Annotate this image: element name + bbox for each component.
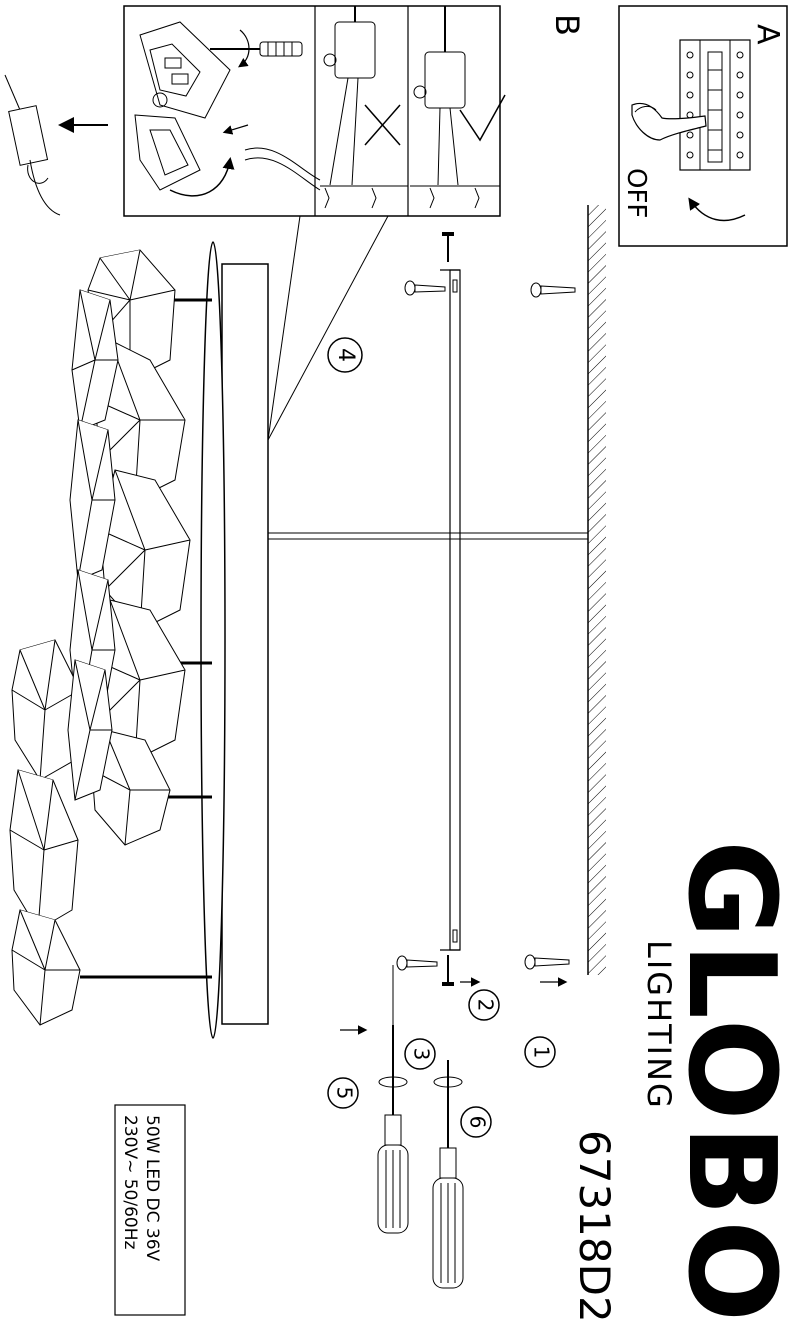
step-4: 4 (327, 337, 363, 373)
brand-subtitle: LIGHTING (640, 940, 678, 1110)
off-label: OFF (621, 168, 651, 218)
panel-b-label: B (548, 14, 586, 36)
spec-line-2: 230V~ 50/60Hz (120, 1115, 140, 1249)
step-3: 3 (404, 1038, 436, 1070)
screwdriver-right-icon (432, 1060, 464, 1289)
terminal-block (679, 39, 751, 171)
mounting-bracket (440, 269, 461, 951)
svg-text:5: 5 (333, 1087, 357, 1100)
brand-logo: GLOBO (661, 840, 791, 1323)
switch-off-arrow (688, 197, 746, 222)
insert-wire-arrow-icon (222, 124, 249, 135)
detail-leader-line (267, 215, 301, 441)
panel-a-label: A (750, 24, 785, 45)
crystal-chain-upper (87, 249, 191, 846)
bracket-screw-top (442, 232, 454, 262)
hand-icon (631, 102, 707, 141)
wall-screw-top (404, 280, 446, 296)
wrong-connection-detail (320, 6, 408, 209)
detail-box (123, 5, 506, 217)
model-number: 67318D2 (570, 1130, 619, 1323)
svg-text:1: 1 (530, 1046, 554, 1059)
rotate-arrow-icon (238, 29, 250, 68)
driver-housing-detail (134, 21, 321, 191)
spec-line-1: 50W LED DC 36V (142, 1115, 162, 1262)
correct-connection-detail (410, 6, 506, 209)
step-2: 2 (468, 989, 500, 1021)
svg-text:6: 6 (466, 1116, 490, 1129)
panel-a: A OFF (618, 5, 788, 247)
svg-text:4: 4 (333, 348, 358, 362)
check-mark-icon (459, 94, 506, 142)
step-5: 5 (327, 1077, 359, 1109)
spec-box: 50W LED DC 36V 230V~ 50/60Hz (114, 1104, 186, 1316)
close-cover-arrow-icon (169, 157, 235, 197)
wall-dowel-top (530, 282, 576, 298)
screwdriver-small-icon (210, 41, 303, 57)
step-1: 1 (524, 1036, 556, 1068)
crystal-chain-lower (9, 639, 113, 1026)
screwdriver-left-icon (377, 1025, 409, 1234)
bracket-screw-bottom (442, 955, 454, 986)
svg-text:3: 3 (410, 1048, 434, 1061)
wall-dowel-bottom (524, 954, 570, 970)
lamp-canopy (200, 241, 269, 1039)
step-6: 6 (460, 1106, 492, 1138)
led-driver-icon (4, 74, 61, 216)
ceiling-hatch (588, 205, 606, 975)
wall-screw-bottom (396, 955, 438, 971)
svg-text:2: 2 (474, 999, 498, 1012)
